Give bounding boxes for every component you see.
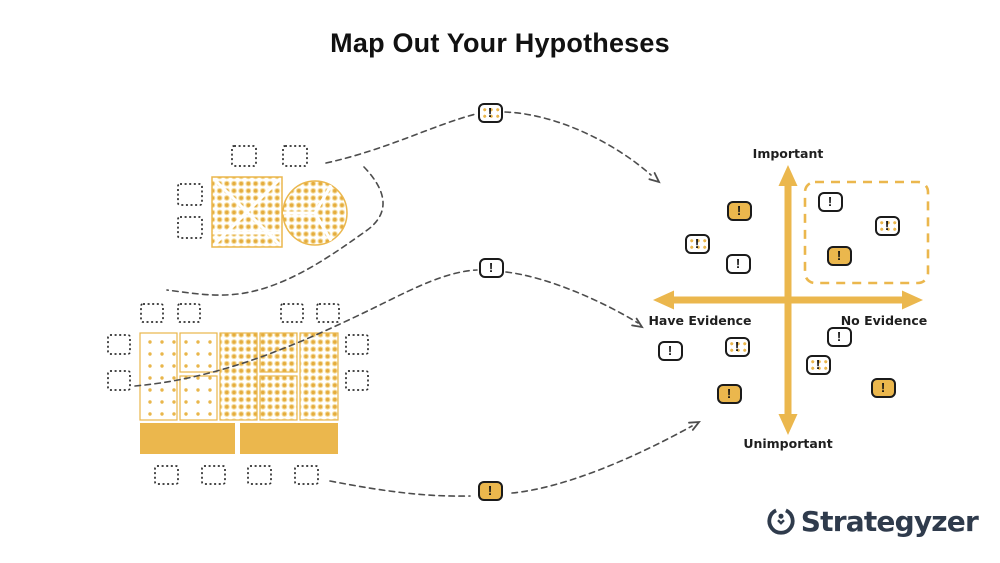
exclamation-icon: ! [884, 218, 890, 233]
arrowhead-icon [688, 420, 701, 431]
exclamation-icon: ! [694, 236, 700, 251]
exclamation-icon: ! [667, 343, 673, 358]
hypothesis-badge-dotted: ! [805, 355, 831, 375]
hypothesis-badge-solid: ! [716, 384, 742, 404]
logo-text: Strategyzer [800, 504, 979, 538]
hypothesis-badge-dotted: ! [874, 216, 900, 236]
revenue-streams-block [240, 423, 338, 454]
page-title: Map Out Your Hypotheses [330, 28, 670, 58]
axis-label-important: Important [752, 146, 824, 161]
axis-label-no-evidence: No Evidence [840, 313, 928, 328]
highlight-quadrant-box [803, 180, 930, 285]
exclamation-icon: ! [488, 260, 494, 275]
axis-label-unimportant: Unimportant [743, 436, 833, 451]
matrix-axes [653, 165, 930, 435]
strategyzer-logo: Strategyzer [764, 504, 979, 538]
exclamation-icon: ! [836, 329, 842, 344]
exclamation-icon: ! [734, 339, 740, 354]
value-proposition-canvas [210, 175, 348, 249]
flow-arrow-bottom [511, 425, 693, 494]
hypothesis-badge-dotted: ! [724, 337, 750, 357]
axis-arrowhead-left-icon [653, 290, 674, 310]
cost-structure-block [140, 423, 235, 454]
hypothesis-badge-dotted: ! [684, 234, 710, 254]
axis-arrowhead-up-icon [778, 165, 798, 186]
hypothesis-badge-outline: ! [478, 258, 504, 278]
flow-arrow-middle [134, 269, 478, 387]
exclamation-icon: ! [736, 203, 742, 218]
exclamation-icon: ! [815, 357, 821, 372]
exclamation-icon: ! [726, 386, 732, 401]
arrowhead-icon [648, 172, 661, 184]
axis-label-have-evidence: Have Evidence [648, 313, 752, 328]
hypothesis-badge-dotted: ! [477, 103, 503, 123]
hypothesis-badge-outline: ! [657, 341, 683, 361]
sticky-notes [107, 145, 369, 485]
hypothesis-badge-solid: ! [826, 246, 852, 266]
exclamation-icon: ! [487, 105, 493, 120]
flow-connector-bmc [166, 166, 384, 296]
flow-arrow-bottom [329, 480, 471, 497]
business-model-canvas [139, 332, 339, 454]
strategyzer-mark-icon [767, 508, 795, 535]
exclamation-icon: ! [880, 380, 886, 395]
hypothesis-badge-solid: ! [477, 481, 503, 501]
exclamation-icon: ! [836, 248, 842, 263]
exclamation-icon: ! [827, 194, 833, 209]
exclamation-icon: ! [735, 256, 741, 271]
hypothesis-badge-outline: ! [725, 254, 751, 274]
hypothesis-badge-outline: ! [826, 327, 852, 347]
flow-arrow-top [504, 111, 652, 176]
hypothesis-badge-solid: ! [726, 201, 752, 221]
exclamation-icon: ! [487, 483, 493, 498]
arrowhead-icon [631, 317, 644, 329]
hypothesis-badge-solid: ! [870, 378, 896, 398]
axis-arrowhead-right-icon [902, 290, 923, 310]
flow-arrow-top [325, 113, 477, 164]
hypothesis-badge-outline: ! [817, 192, 843, 212]
flow-arrows [134, 111, 701, 497]
flow-arrow-middle [505, 271, 639, 324]
axis-arrowhead-down-icon [778, 414, 798, 435]
